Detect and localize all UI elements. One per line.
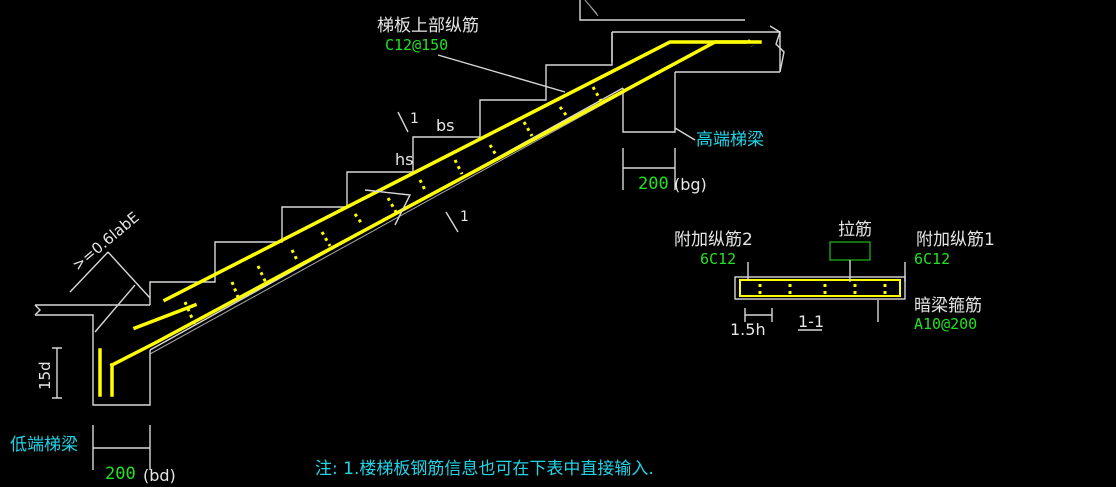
dim-15d-line [52,347,62,399]
extra-rebar-1-value: 6C12 [914,250,951,268]
hs-bs-dims [364,189,412,226]
slab-bottom-line-2 [149,91,626,355]
low-end-dim-line [92,425,151,470]
bottom-rebar [109,40,747,368]
stair-hatch [584,0,599,17]
low-end-dim: 200 [105,464,136,484]
hidden-beam-stirrup-value: A10@200 [914,315,978,333]
section-title: 1-1 [798,312,825,331]
bottom-hook [98,348,114,397]
extra-rebar-2-value: 6C12 [700,250,737,268]
dim-15d-label: 15d [36,361,54,390]
extra-rebar-1-label: 附加纵筋1 [916,230,995,250]
anchor-dim [69,251,151,333]
high-end-beam-label: 高端梯梁 [696,130,764,150]
low-end-floor [35,314,151,406]
section-mark-top: 1 [410,111,419,127]
hs-label: hs [395,150,414,169]
high-beam-leader [674,127,696,141]
section-1-1 [734,241,906,331]
tie-bar-label: 拉筋 [838,220,872,240]
section-mark-bottom: 1 [460,209,469,225]
note-text: 注: 1.楼梯板钢筋信息也可在下表中直接输入. [315,459,654,479]
extra-rebar-2-label: 附加纵筋2 [674,230,753,250]
top-long-rebar-label: 梯板上部纵筋 [377,16,479,36]
high-end-dim-line [622,148,676,190]
upper-slab-break [769,25,785,73]
hidden-beam-stirrup-label: 暗梁箍筋 [914,296,982,316]
high-end-beam-outline [622,72,676,133]
high-end-dim-suffix: (bg) [674,175,707,194]
dim-1-5h-label: 1.5h [730,320,766,339]
bs-label: bs [436,116,455,135]
low-end-beam-label: 低端梯梁 [10,435,78,455]
section-cut-top [397,111,409,133]
top-long-rebar-value: C12@150 [385,36,449,54]
top-rebar-leader [437,54,566,93]
low-end-dim-suffix: (bd) [143,466,176,485]
distribution-bars [183,39,754,326]
low-end-floor-top [34,304,150,316]
section-cut-bottom [445,211,459,233]
upper-slab-steps [579,0,745,62]
stair-steps-outline [149,32,613,305]
high-end-dim: 200 [638,174,669,194]
